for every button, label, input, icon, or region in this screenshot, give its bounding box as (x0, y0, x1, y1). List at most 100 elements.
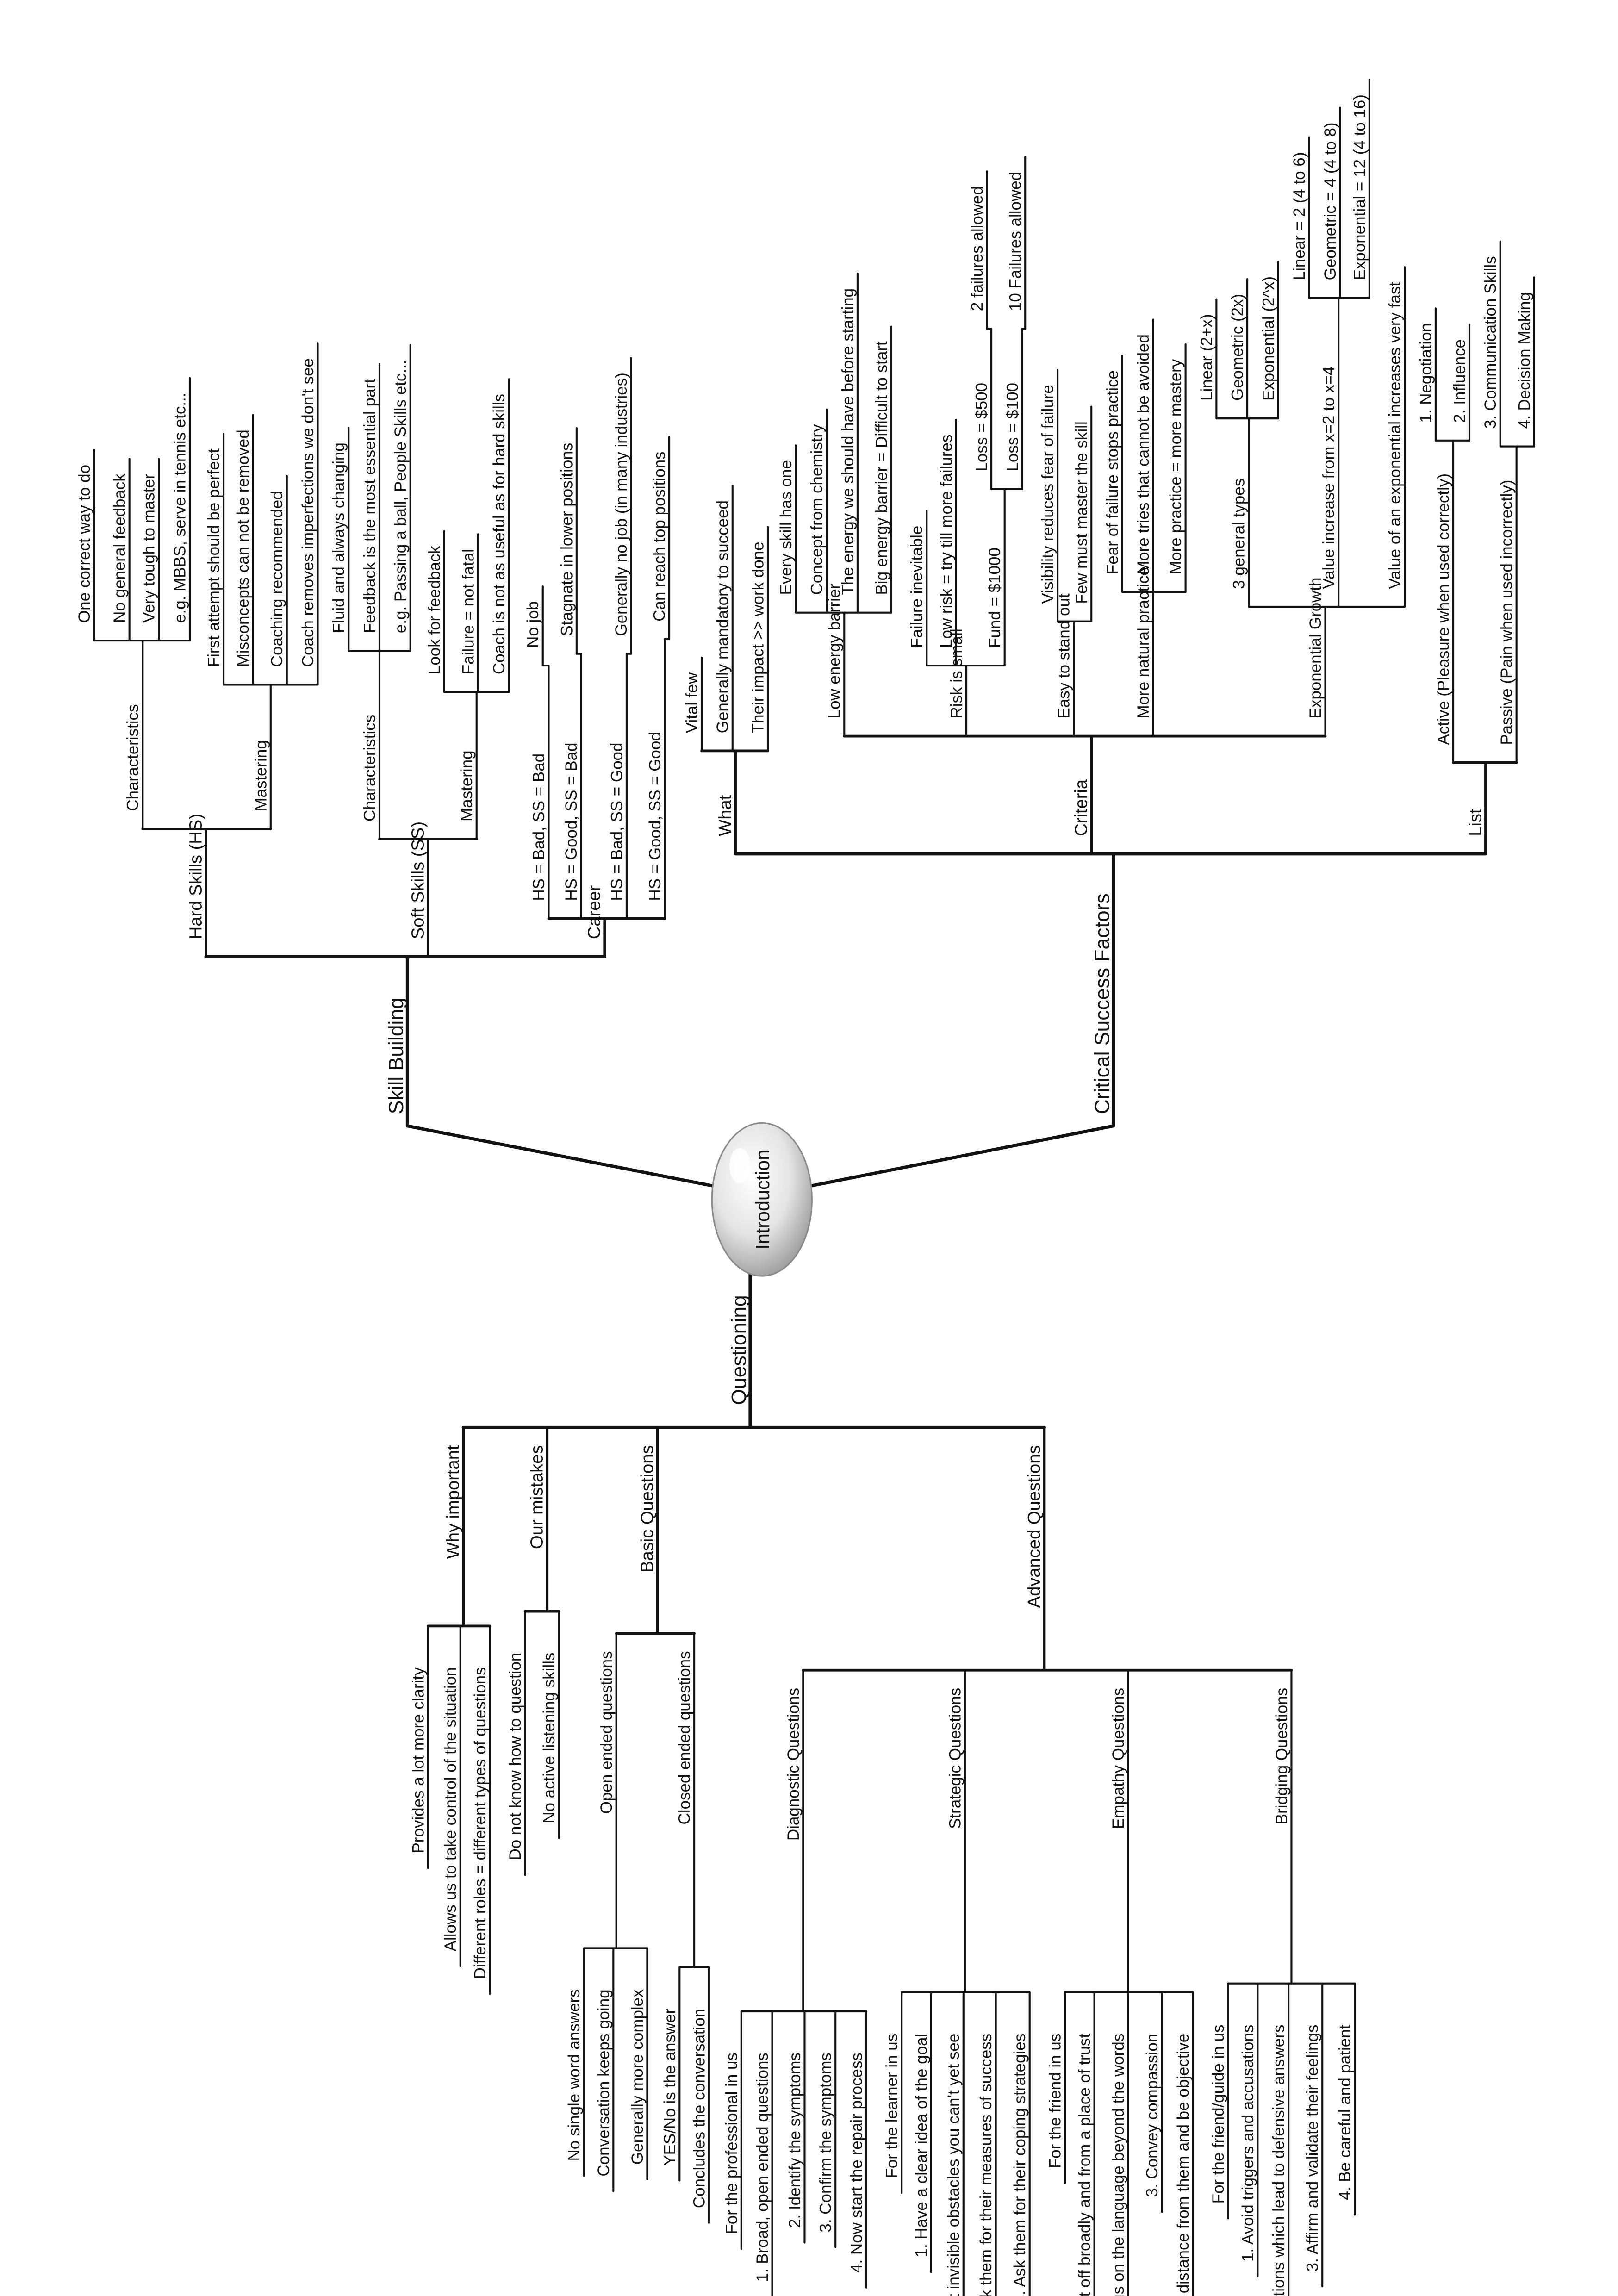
node-open-ended-questions: Open ended questions (597, 1651, 616, 1814)
node-2-focus-on-the-language-beyond-the-words: 2. Focus on the language beyond the word… (1109, 2034, 1127, 2296)
central-topic: Introduction (711, 1122, 813, 1277)
node-coach-removes-imperfections-we-don-t-see: Coach removes imperfections we don't see (299, 358, 317, 667)
node-3-convey-compassion: 3. Convey compassion (1143, 2034, 1161, 2197)
node-for-the-learner-in-us: For the learner in us (883, 2034, 901, 2178)
node-coach-is-not-as-useful-as-for-hard-skill: Coach is not as useful as for hard skill… (490, 394, 508, 674)
node-hs-good-ss-good: HS = Good, SS = Good (646, 732, 664, 901)
node-2-avoid-questions-which-lead-to-defensiv: 2. Avoid questions which lead to defensi… (1270, 2025, 1288, 2296)
node-diagnostic-questions: Diagnostic Questions (784, 1688, 803, 1841)
node-1-start-off-broadly-and-from-a-place-of-: 1. Start off broadly and from a place of… (1076, 2033, 1094, 2296)
node-generally-no-job-in-many-industries: Generally no job (in many industries) (612, 373, 630, 636)
node-big-energy-barrier-difficult-to-start: Big energy barrier = Difficult to start (872, 341, 890, 595)
node-soft-skills-ss: Soft Skills (SS) (408, 821, 428, 939)
node-empathy-questions: Empathy Questions (1109, 1688, 1127, 1829)
node-what: What (716, 795, 735, 836)
node-basic-questions: Basic Questions (637, 1445, 657, 1572)
node-conversation-keeps-going: Conversation keeps going (595, 1989, 613, 2176)
node-no-active-listening-skills: No active listening skills (540, 1653, 558, 1823)
node-1-have-a-clear-idea-of-the-goal: 1. Have a clear idea of the goal (912, 2034, 930, 2258)
node-hs-bad-ss-bad: HS = Bad, SS = Bad (530, 753, 548, 901)
node-4-decision-making: 4. Decision Making (1515, 292, 1533, 429)
node-every-skill-has-one: Every skill has one (777, 460, 795, 595)
node-4-be-careful-and-patient: 4. Be careful and patient (1336, 2024, 1354, 2200)
node-generally-mandatory-to-succeed: Generally mandatory to succeed (714, 500, 732, 733)
node-strategic-questions: Strategic Questions (946, 1688, 964, 1829)
node-advanced-questions: Advanced Questions (1024, 1445, 1044, 1608)
node-one-correct-way-to-do: One correct way to do (75, 465, 93, 623)
node-skill-building: Skill Building (385, 997, 408, 1114)
node-linear-2-4-to-6: Linear = 2 (4 to 6) (1290, 152, 1308, 280)
node-do-not-know-how-to-question: Do not know how to question (506, 1653, 524, 1860)
node-3-confirm-the-symptoms: 3. Confirm the symptoms (817, 2053, 835, 2232)
node-2-influence: 2. Influence (1450, 339, 1469, 423)
node-1-negotiation: 1. Negotiation (1417, 323, 1435, 423)
node-vital-few: Vital few (683, 672, 701, 733)
node-for-the-professional-in-us: For the professional in us (722, 2053, 741, 2234)
node-look-for-feedback: Look for feedback (425, 546, 443, 674)
node-2-failures-allowed: 2 failures allowed (968, 186, 986, 311)
node-linear-2-x: Linear (2+x) (1198, 314, 1216, 400)
node-for-the-friend-guide-in-us: For the friend/guide in us (1209, 2025, 1227, 2204)
node-more-practice-more-mastery: More practice = more mastery (1167, 359, 1185, 574)
node-geometric-2x: Geometric (2x) (1229, 294, 1247, 401)
node-mastering: Mastering (252, 740, 270, 811)
node-active-pleasure-when-used-correctly: Active (Pleasure when used correctly) (1435, 473, 1453, 745)
node-fund-1000: Fund = $1000 (986, 548, 1004, 648)
node-exponential-2-x: Exponential (2^x) (1259, 276, 1277, 401)
node-generally-more-complex: Generally more complex (629, 1989, 647, 2165)
node-fluid-and-always-changing: Fluid and always changing (330, 442, 348, 633)
node-no-general-feedback: No general feedback (111, 473, 129, 623)
node-no-single-word-answers: No single word answers (565, 1989, 583, 2161)
node-few-must-master-the-skill: Few must master the skill (1073, 421, 1091, 604)
node-3-communication-skills: 3. Communication Skills (1481, 256, 1500, 429)
node-2-ask-about-invisible-obstacles-you-can-: 2. Ask about invisible obstacles you can… (945, 2034, 963, 2296)
node-3-ask-them-for-their-measures-of-success: 3. Ask them for their measures of succes… (977, 2034, 995, 2296)
node-more-tries-that-cannot-be-avoided: More tries that cannot be avoided (1134, 334, 1152, 574)
central-topic-label: Introduction (752, 1150, 773, 1250)
node-very-tough-to-master: Very tough to master (140, 473, 158, 623)
node-yes-no-is-the-answer: YES/No is the answer (661, 2008, 679, 2165)
node-bridging-questions: Bridging Questions (1273, 1688, 1291, 1824)
node-characteristics: Characteristics (361, 715, 379, 821)
node-loss-100: Loss = $100 (1003, 383, 1021, 471)
node-loss-500: Loss = $500 (973, 383, 991, 471)
node-e-g-mbbs-serve-in-tennis-etc: e.g. MBBS, serve in tennis etc... (171, 393, 189, 623)
node-no-job: No job (524, 601, 542, 648)
node-value-increase-from-x-2-to-x-4: Value increase from x=2 to x=4 (1320, 367, 1338, 589)
node-exponential-12-4-to-16: Exponential = 12 (4 to 16) (1350, 94, 1369, 280)
node-provides-a-lot-more-clarity: Provides a lot more clarity (409, 1667, 427, 1854)
node-first-attempt-should-be-perfect: First attempt should be perfect (205, 448, 223, 667)
node-more-natural-practice: More natural practice (1134, 566, 1152, 718)
node-3-general-types: 3 general types (1230, 479, 1248, 589)
node-fear-of-failure-stops-practice: Fear of failure stops practice (1103, 370, 1121, 574)
node-can-reach-top-positions: Can reach top positions (651, 451, 669, 621)
node-career: Career (585, 885, 604, 939)
node-why-important: Why important (443, 1445, 463, 1559)
node-4-maintain-distance-from-them-and-be-obj: 4. Maintain distance from them and be ob… (1174, 2034, 1192, 2296)
node-geometric-4-4-to-8: Geometric = 4 (4 to 8) (1321, 122, 1339, 280)
node-characteristics: Characteristics (124, 704, 142, 811)
node-easy-to-stand-out: Easy to stand out (1055, 593, 1073, 718)
node-hs-good-ss-bad: HS = Good, SS = Bad (562, 743, 580, 901)
node-exponential-growth: Exponential Growth (1307, 577, 1325, 718)
node-closed-ended-questions: Closed ended questions (676, 1651, 694, 1824)
connector-to-center (807, 1124, 1115, 1188)
node-our-mistakes: Our mistakes (527, 1445, 547, 1549)
node-allows-us-to-take-control-of-the-situati: Allows us to take control of the situati… (442, 1667, 460, 1951)
node-hard-skills-hs: Hard Skills (HS) (186, 814, 205, 939)
node-questioning: Questioning (728, 1295, 750, 1405)
node-stagnate-in-lower-positions: Stagnate in lower positions (558, 443, 576, 636)
node-4-ask-them-for-their-coping-strategies: 4. Ask them for their coping strategies (1011, 2034, 1029, 2296)
node-different-roles-different-types-of-quest: Different roles = different types of que… (471, 1667, 489, 1979)
node-low-risk-try-till-more-failures: Low risk = try till more failures (937, 435, 955, 648)
node-10-failures-allowed: 10 Failures allowed (1007, 172, 1025, 311)
node-failure-not-fatal: Failure = not fatal (459, 549, 477, 674)
node-visibility-reduces-fear-of-failure: Visibility reduces fear of failure (1039, 385, 1057, 604)
node-1-broad-open-ended-questions: 1. Broad, open ended questions (753, 2053, 772, 2282)
node-3-affirm-and-validate-their-feelings: 3. Affirm and validate their feelings (1304, 2025, 1322, 2272)
connector-lines (93, 79, 1535, 2296)
node-misconcepts-can-not-be-removed: Misconcepts can not be removed (234, 429, 252, 667)
node-value-of-an-exponential-increases-very-f: Value of an exponential increases very f… (1386, 282, 1404, 589)
node-for-the-friend-in-us: For the friend in us (1046, 2034, 1064, 2168)
